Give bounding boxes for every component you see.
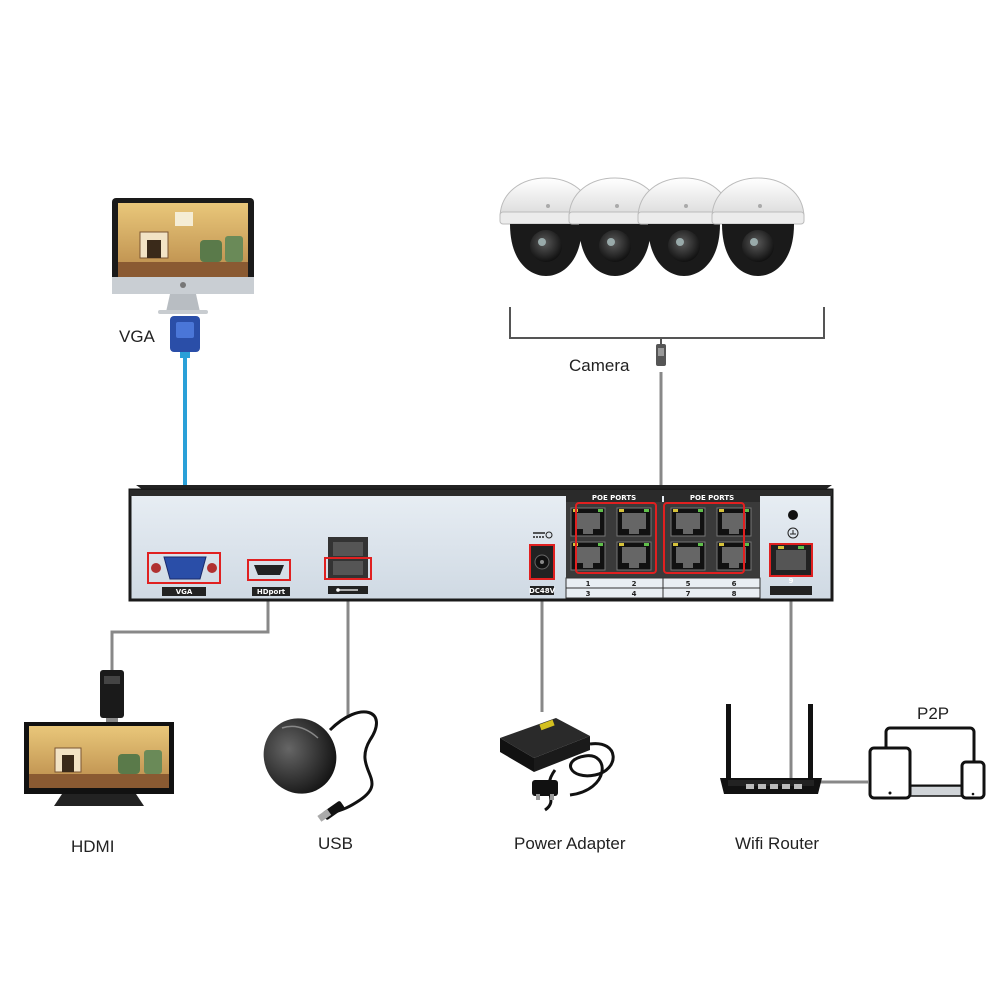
lan-port: 9	[769, 543, 813, 595]
hdmi-port-label: HDport	[257, 588, 286, 596]
ground-icon	[787, 527, 799, 539]
poe-jack	[616, 507, 652, 537]
poe-port-block: POE PORTS POE PORTS 1 2 5 6 3 4 7 8	[565, 493, 761, 599]
port-number-5: 5	[686, 580, 691, 588]
camera-bracket	[509, 307, 825, 352]
hdmi-cable	[110, 580, 270, 672]
dome-camera-icon	[711, 177, 805, 276]
rj45-plug-icon	[656, 344, 666, 366]
wifi-router-label: Wifi Router	[735, 834, 820, 853]
camera-label: Camera	[569, 356, 630, 375]
dome-camera-icon	[637, 177, 731, 276]
port-number-4: 4	[632, 590, 637, 598]
hdmi-port: HDport	[247, 559, 291, 596]
vga-label: VGA	[119, 327, 155, 346]
port-number-6: 6	[732, 580, 737, 588]
poe-jack	[670, 507, 706, 537]
poe-ports-left-label: POE PORTS	[592, 494, 636, 502]
vga-port-label: VGA	[176, 588, 193, 596]
port-number-8: 8	[732, 590, 737, 598]
reset-hole-icon	[788, 510, 798, 520]
dome-cameras	[499, 177, 805, 276]
mouse-icon	[263, 710, 378, 822]
p2p-label: P2P	[917, 704, 950, 723]
port-number-1: 1	[586, 580, 591, 588]
dc-power-jack: DC48V	[529, 531, 556, 595]
dc-symbol-icon	[533, 531, 553, 539]
lan-port-number: 9	[789, 577, 794, 585]
dc-voltage-label: DC48V	[529, 587, 556, 595]
port-number-3: 3	[586, 590, 591, 598]
phone-icon	[960, 760, 986, 800]
port-number-2: 2	[632, 580, 637, 588]
p2p-devices-icon	[868, 726, 986, 800]
power-adapter-icon	[500, 718, 615, 812]
poe-ports-right-label: POE PORTS	[690, 494, 734, 502]
usb-symbol-icon	[336, 588, 358, 592]
hdmi-dongle-icon	[100, 670, 124, 724]
usb-label: USB	[318, 834, 353, 853]
power-adapter-label: Power Adapter	[514, 834, 626, 853]
hdmi-label: HDMI	[71, 837, 115, 856]
poe-jack	[670, 541, 706, 571]
tv-icon	[24, 722, 174, 806]
usb-ports	[324, 537, 372, 594]
tablet-icon	[868, 746, 912, 800]
poe-jack	[716, 541, 752, 571]
vga-connector-icon	[170, 316, 200, 358]
poe-jack	[716, 507, 752, 537]
poe-jack	[616, 541, 652, 571]
monitor-icon	[112, 198, 254, 314]
port-number-7: 7	[686, 590, 691, 598]
router-icon	[720, 704, 822, 794]
vga-port: VGA	[147, 552, 221, 596]
